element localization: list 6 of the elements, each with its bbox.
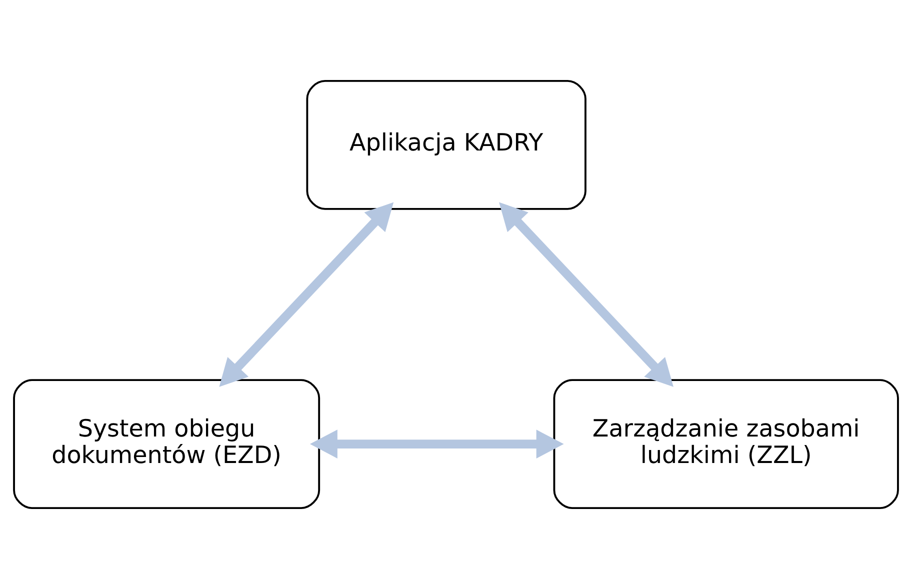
arrow — [499, 202, 674, 386]
arrow — [310, 429, 564, 458]
arrow — [219, 202, 394, 386]
node-box: Zarządzanie zasobami ludzkimi (ZZL) — [553, 378, 899, 509]
node-box: Aplikacja KADRY — [306, 79, 586, 210]
node-box: System obiegu dokumentów (EZD) — [13, 378, 320, 509]
